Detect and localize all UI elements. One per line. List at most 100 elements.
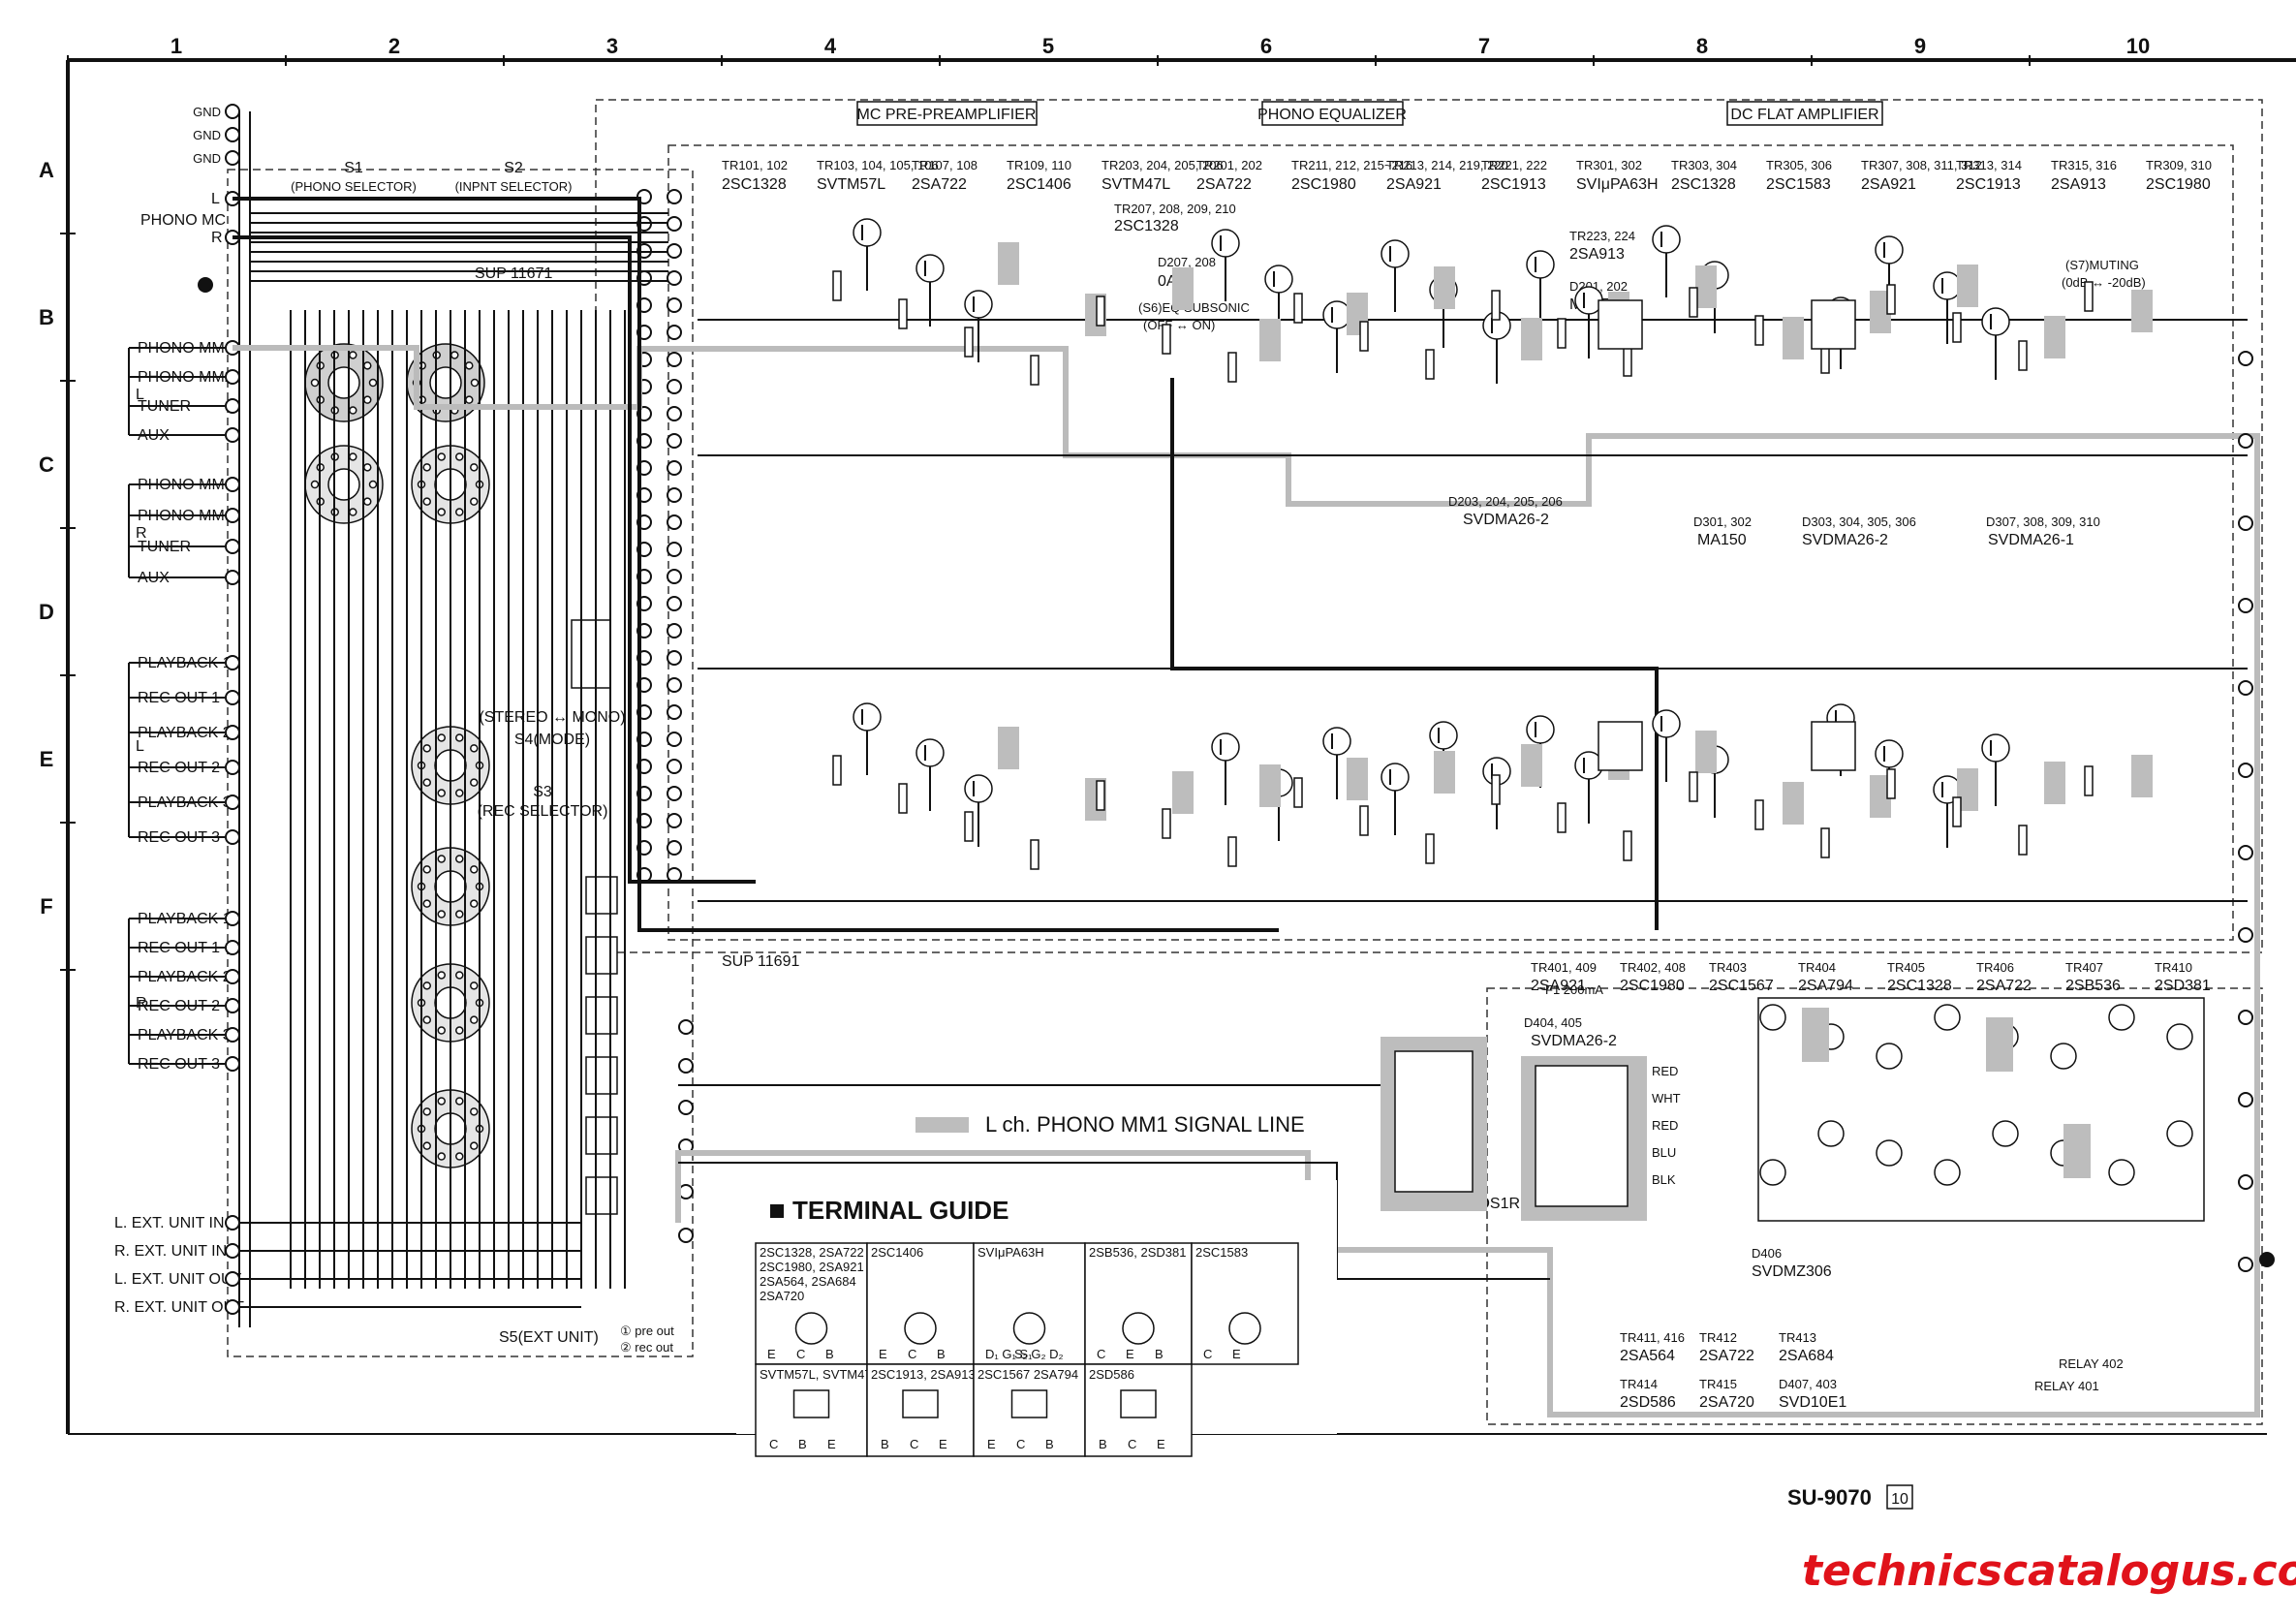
d406-ref: D406 bbox=[1752, 1246, 1782, 1261]
right-tape-jack-0 bbox=[225, 911, 240, 926]
pin-1-6 bbox=[667, 352, 682, 367]
ps2-ref-4: TR415 bbox=[1699, 1377, 1737, 1391]
left-input-jack-3 bbox=[225, 427, 240, 443]
ic-upa63h-b-1 bbox=[1811, 721, 1856, 771]
tguide-pin-3-1: E bbox=[1126, 1347, 1134, 1361]
tguide-pin2-2-2: B bbox=[1045, 1437, 1054, 1451]
terminal-guide-title: TERMINAL GUIDE bbox=[792, 1196, 1008, 1225]
tguide-head-0-3: 2SA720 bbox=[760, 1289, 804, 1303]
tr-ref-0: TR101, 102 bbox=[722, 158, 788, 172]
board-outline-sup11691 bbox=[667, 144, 2234, 941]
pin-1-18 bbox=[667, 677, 682, 693]
ps-part-3: 2SA794 bbox=[1798, 978, 1853, 994]
right-input-jack-1 bbox=[225, 508, 240, 523]
right-tape-jack-3 bbox=[225, 998, 240, 1013]
shaded-component-1-11 bbox=[1957, 768, 1978, 811]
pin-1-11 bbox=[667, 487, 682, 503]
pin-1-25 bbox=[667, 867, 682, 883]
tguide-head-0-0: 2SC1328, 2SA722 bbox=[760, 1245, 864, 1260]
row-label-A: A bbox=[39, 158, 54, 182]
ps-wire-0: RED bbox=[1652, 1064, 1678, 1078]
left-tape-jack-3 bbox=[225, 760, 240, 775]
d307-ref: D307, 308, 309, 310 bbox=[1986, 514, 2100, 529]
transistor-0-6 bbox=[1381, 239, 1410, 268]
ps-part-2: 2SC1567 bbox=[1709, 978, 1774, 994]
ps-wire-4: BLK bbox=[1652, 1172, 1676, 1187]
ext-label-3: R. EXT. UNIT OUT bbox=[114, 1299, 244, 1316]
tguide-head-0-1: 2SC1980, 2SA921 bbox=[760, 1260, 864, 1274]
ps-transistor-6 bbox=[2108, 1004, 2135, 1031]
ps-transistor-10 bbox=[1876, 1139, 1903, 1167]
connector-a-markers bbox=[198, 277, 2275, 1267]
d203-ref: D203, 204, 205, 206 bbox=[1448, 494, 1563, 509]
column-label-10: 10 bbox=[2126, 34, 2150, 58]
ps-part-4: 2SC1328 bbox=[1887, 978, 1952, 994]
ps-transistor-11 bbox=[1934, 1159, 1961, 1186]
d203-part: SVDMA26-2 bbox=[1463, 512, 1549, 528]
ic-upa63h-a-0 bbox=[1598, 299, 1643, 350]
tr-part-9: SVIμPA63H bbox=[1576, 176, 1659, 193]
section-dc-flat-label: DC FLAT AMPLIFIER bbox=[1730, 107, 1878, 123]
shaded-component-0-11 bbox=[1957, 265, 1978, 307]
s4-switch bbox=[571, 619, 611, 689]
output-pin-2 bbox=[2238, 515, 2253, 531]
ps-transistor-8 bbox=[1759, 1159, 1786, 1186]
ps-part-0: 2SA921 bbox=[1531, 978, 1586, 994]
ps-shaded-2 bbox=[2063, 1124, 2091, 1178]
s5-switch-1 bbox=[585, 936, 618, 975]
ps-part-7: 2SD381 bbox=[2155, 978, 2211, 994]
pin-1-23 bbox=[667, 813, 682, 828]
tr-ref-15: TR309, 310 bbox=[2146, 158, 2212, 172]
ps2-ref-2: TR413 bbox=[1779, 1330, 1816, 1345]
gnd-label-1: GND bbox=[193, 105, 221, 119]
shaded-component-0-2 bbox=[1172, 267, 1194, 310]
ps-wire-2: RED bbox=[1652, 1118, 1678, 1133]
column-label-5: 5 bbox=[1042, 34, 1054, 58]
ps-transistor-9 bbox=[1817, 1120, 1845, 1147]
ps2-ref-5: D407, 403 bbox=[1779, 1377, 1837, 1391]
tr223-part: 2SA913 bbox=[1569, 246, 1625, 263]
pin-1-10 bbox=[667, 460, 682, 476]
transistor-0-16 bbox=[1981, 307, 2010, 336]
transistor-1-14 bbox=[1875, 739, 1904, 768]
ext-unit-terminals: L. EXT. UNIT INR. EXT. UNIT INL. EXT. UN… bbox=[114, 1215, 244, 1316]
output-pin-1 bbox=[2238, 433, 2253, 449]
shaded-component-0-8 bbox=[1695, 265, 1717, 308]
s1-label: S1 bbox=[344, 160, 363, 176]
s5-switch-5 bbox=[585, 1176, 618, 1215]
tguide-package2-0 bbox=[792, 1389, 830, 1418]
pin-1-1 bbox=[667, 216, 682, 232]
pin-1-5 bbox=[667, 325, 682, 340]
tr207-ref: TR207, 208, 209, 210 bbox=[1114, 202, 1236, 216]
transistor-0-4 bbox=[1264, 265, 1293, 294]
rotary-switches bbox=[304, 343, 618, 1215]
ext-jack-1 bbox=[225, 1243, 240, 1259]
right-tape-jack-5 bbox=[225, 1056, 240, 1072]
gnd-terminals: GND GND GND bbox=[193, 104, 240, 166]
ps-transistor-2 bbox=[1876, 1043, 1903, 1070]
s5-switch-3 bbox=[585, 1056, 618, 1095]
tguide-package-0 bbox=[794, 1312, 828, 1345]
tr-part-12: 2SA921 bbox=[1861, 176, 1916, 193]
ps-shaded-0 bbox=[1802, 1008, 1829, 1062]
ps-ref-5: TR406 bbox=[1976, 960, 2014, 975]
fuse-label: F1 200mA bbox=[1545, 982, 1603, 997]
tguide-pin2-0-0: C bbox=[769, 1437, 778, 1451]
tr-part-1: SVTM57L bbox=[817, 176, 885, 193]
tr-part-7: 2SA921 bbox=[1386, 176, 1442, 193]
s3-desc: (REC SELECTOR) bbox=[478, 803, 608, 820]
ps-transistor-15 bbox=[2166, 1120, 2193, 1147]
muting-value: (0dB ↔ -20dB) bbox=[2062, 275, 2146, 290]
tguide-package2-1 bbox=[902, 1389, 939, 1418]
row-label-B: B bbox=[39, 305, 54, 329]
tr-ref-7: TR213, 214, 219, 220 bbox=[1386, 158, 1508, 172]
pin-1-19 bbox=[667, 704, 682, 720]
shaded-component-1-9 bbox=[1783, 782, 1804, 825]
transistor-0-0 bbox=[853, 218, 882, 247]
relay-401: RELAY 401 bbox=[2034, 1379, 2099, 1393]
ps-wire-3: BLU bbox=[1652, 1145, 1676, 1160]
tr-ref-10: TR303, 304 bbox=[1671, 158, 1737, 172]
ps-ref-2: TR403 bbox=[1709, 960, 1747, 975]
eq-subsonic-switch: (OFF ↔ ON) bbox=[1143, 318, 1215, 332]
